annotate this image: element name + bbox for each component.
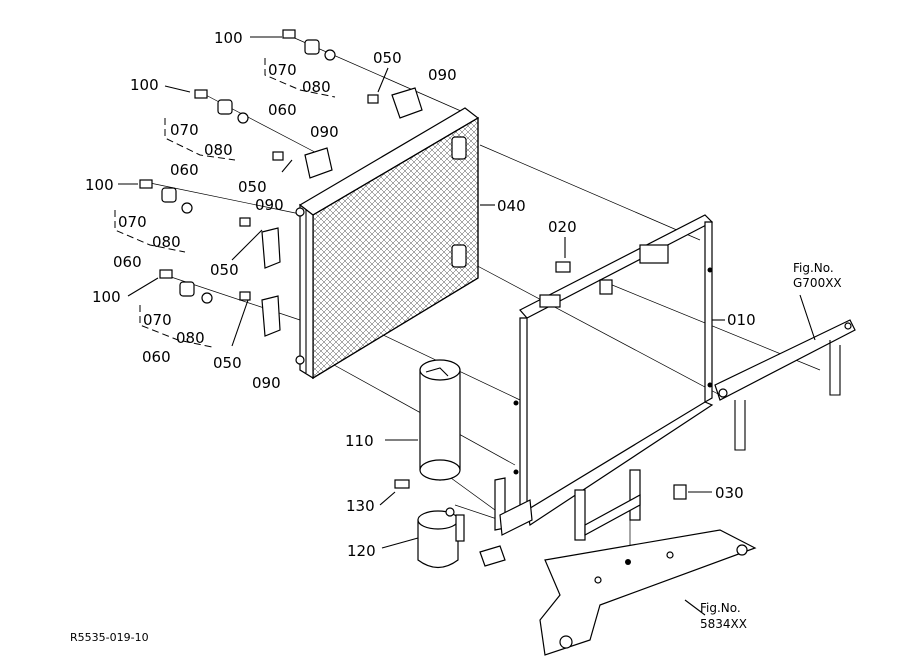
label-060: 060 (170, 161, 199, 179)
label-100: 100 (92, 288, 121, 306)
hardware-row1 (282, 29, 423, 119)
fig-ref-number: G700XX (793, 276, 842, 290)
label-050: 050 (373, 49, 402, 67)
part-labels: 100 070 080 060 050 090 100 070 080 060 … (85, 29, 756, 560)
side-bracket (714, 319, 856, 451)
label-090: 090 (310, 123, 339, 141)
hardware-row2 (194, 89, 333, 179)
label-030: 030 (715, 484, 744, 502)
hardware-row4 (159, 269, 281, 337)
figure-reference-5834xx: Fig.No. 5834XX (700, 601, 747, 631)
label-070: 070 (143, 311, 172, 329)
label-020: 020 (548, 218, 577, 236)
label-040: 040 (497, 197, 526, 215)
label-090: 090 (428, 66, 457, 84)
fig-ref-label: Fig.No. (793, 261, 834, 275)
bolt-030 (673, 484, 687, 500)
bolt-130 (394, 479, 410, 489)
label-050: 050 (213, 354, 242, 372)
condenser-040 (295, 107, 480, 380)
label-110: 110 (345, 432, 374, 450)
label-050: 050 (238, 178, 267, 196)
figure-reference-g700xx: Fig.No. G700XX (793, 261, 842, 290)
label-080: 080 (176, 329, 205, 347)
callout-leaders (118, 36, 816, 616)
label-100: 100 (85, 176, 114, 194)
rubber-pad (479, 545, 506, 567)
label-080: 080 (204, 141, 233, 159)
label-070: 070 (268, 61, 297, 79)
label-090: 090 (252, 374, 281, 392)
clamp-120 (417, 507, 465, 569)
label-060: 060 (113, 253, 142, 271)
set-brackets-060 (114, 58, 336, 348)
hardware-row3 (139, 179, 281, 269)
receiver-dryer-110 (419, 359, 461, 481)
label-060: 060 (268, 101, 297, 119)
label-070: 070 (170, 121, 199, 139)
frame-010 (494, 214, 714, 541)
label-130: 130 (346, 497, 375, 515)
label-010: 010 (727, 311, 756, 329)
label-050: 050 (210, 261, 239, 279)
label-100: 100 (214, 29, 243, 47)
drawing-code: R5535-019-10 (70, 631, 149, 644)
bottom-plate (539, 529, 757, 656)
label-080: 080 (302, 78, 331, 96)
label-090: 090 (255, 196, 284, 214)
label-100: 100 (130, 76, 159, 94)
label-060: 060 (142, 348, 171, 366)
label-120: 120 (347, 542, 376, 560)
fig-ref-label: Fig.No. (700, 601, 741, 615)
fig-ref-number: 5834XX (700, 617, 747, 631)
label-070: 070 (118, 213, 147, 231)
bolt-020 (555, 261, 571, 273)
label-080: 080 (152, 233, 181, 251)
